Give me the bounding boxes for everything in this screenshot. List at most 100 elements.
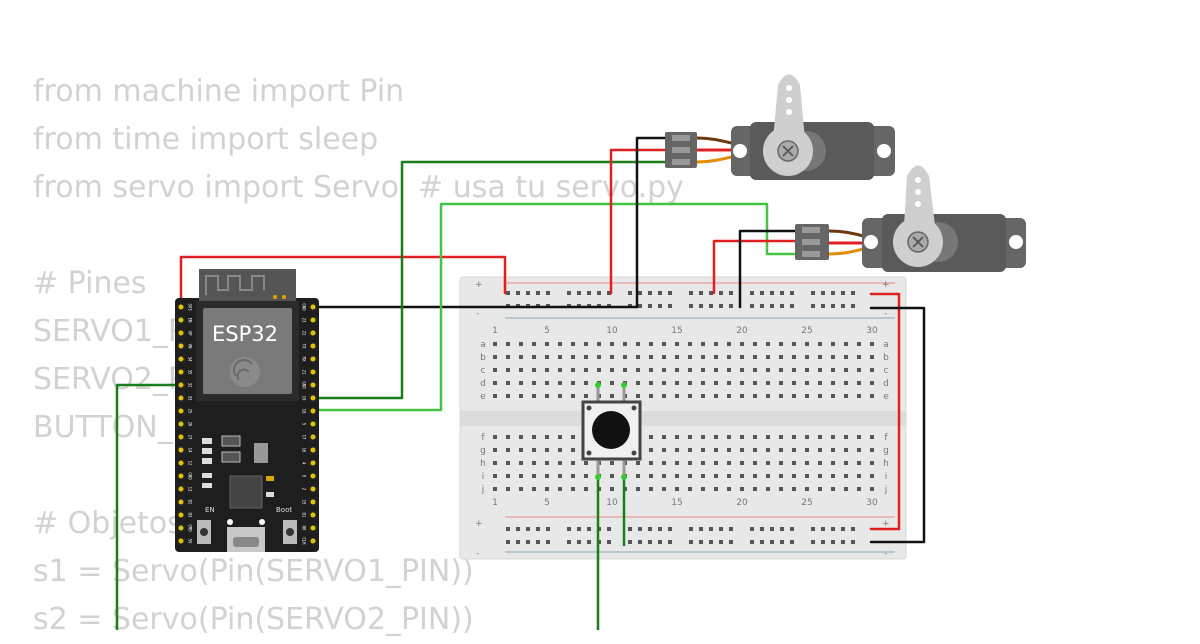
row-label: b bbox=[883, 353, 889, 363]
pin-label: 0 bbox=[302, 475, 307, 478]
pin-label: 15 bbox=[302, 500, 307, 505]
button-cap[interactable] bbox=[592, 411, 630, 449]
row-label: d bbox=[480, 379, 486, 389]
row-label: h bbox=[480, 459, 486, 469]
wire-gpio4-button[interactable] bbox=[115, 383, 183, 630]
column-label: 20 bbox=[736, 326, 748, 336]
pin-label: RX bbox=[302, 357, 307, 362]
esp32-board[interactable]: ESP32 EN Boot 3V3ENVPVN34353233252627141… bbox=[175, 269, 319, 552]
code-line: from machine import Pin bbox=[33, 74, 405, 109]
row-label: c bbox=[481, 366, 486, 376]
row-label: a bbox=[883, 340, 889, 350]
row-label: g bbox=[883, 446, 889, 456]
rail-minus-top-left: - bbox=[476, 309, 479, 319]
column-label: 20 bbox=[736, 498, 748, 508]
push-button[interactable] bbox=[581, 382, 642, 480]
wire-servo1-ground[interactable] bbox=[635, 136, 672, 309]
column-label: 5 bbox=[544, 498, 550, 508]
pin-label: 22 bbox=[302, 331, 307, 336]
row-label: e bbox=[480, 392, 486, 402]
breadboard[interactable]: + + + + - - - - 115510101515202025253030… bbox=[459, 276, 907, 560]
code-line: s1 = Servo(Pin(SERVO1_PIN)) bbox=[33, 554, 474, 589]
wire-gpio19-servo1[interactable] bbox=[311, 160, 672, 400]
pin-label: GND bbox=[188, 472, 193, 480]
code-line: from time import sleep bbox=[33, 122, 379, 157]
rail-plus-top-right: + bbox=[882, 280, 890, 290]
pin-label: 14 bbox=[188, 448, 193, 453]
row-label: g bbox=[480, 446, 486, 456]
pin-label: 5 bbox=[302, 423, 307, 426]
code-line: # Pines bbox=[33, 266, 147, 301]
wire-3v3-red[interactable] bbox=[179, 255, 507, 308]
pin-label: 4 bbox=[302, 462, 307, 465]
pin-label: D2 bbox=[188, 500, 193, 505]
pin-label: 16 bbox=[302, 448, 307, 453]
pin-label: 27 bbox=[188, 435, 193, 440]
esp32-pin-headers: 3V3ENVPVN343532332526271412GND13D2D3CMD5… bbox=[177, 303, 317, 545]
wire-servo1-power[interactable] bbox=[609, 148, 672, 295]
wire-rail-bridge-black[interactable] bbox=[869, 306, 926, 544]
wire-gpio18-servo2[interactable] bbox=[311, 202, 802, 412]
esp32-chip bbox=[203, 308, 292, 394]
pin-label: TX bbox=[302, 344, 307, 349]
servo-motor-2[interactable] bbox=[795, 165, 1026, 273]
pin-label: GND bbox=[302, 303, 307, 311]
pin-label: 35 bbox=[188, 370, 193, 375]
column-label: 15 bbox=[671, 326, 682, 336]
row-label: c bbox=[884, 366, 889, 376]
pin-label: 34 bbox=[188, 357, 193, 362]
column-label: 5 bbox=[544, 326, 550, 336]
pin-label: 5V bbox=[188, 539, 193, 544]
breadboard-holes bbox=[493, 291, 874, 544]
wire-servo2-ground[interactable] bbox=[738, 229, 802, 309]
pin-label: VP bbox=[188, 331, 193, 336]
pin-label: 3V3 bbox=[188, 303, 193, 311]
row-label: d bbox=[883, 379, 889, 389]
pin-label: 17 bbox=[302, 435, 307, 440]
column-label: 1 bbox=[492, 498, 498, 508]
pin-label: CLK bbox=[302, 537, 307, 545]
rail-plus-bottom-left: + bbox=[475, 519, 483, 529]
pin-label: D0 bbox=[302, 526, 307, 531]
wire-rail-bridge-red[interactable] bbox=[869, 292, 901, 531]
pin-label: 13 bbox=[188, 487, 193, 492]
esp32-boot-label: Boot bbox=[276, 506, 292, 514]
column-label: 10 bbox=[606, 498, 618, 508]
pin-label: 33 bbox=[188, 396, 193, 401]
rail-minus-bottom-right: - bbox=[884, 549, 887, 559]
pin-label: 25 bbox=[188, 409, 193, 414]
pin-label: EN bbox=[188, 318, 193, 323]
pin-label: 18 bbox=[302, 409, 307, 414]
column-label: 1 bbox=[492, 326, 498, 336]
column-label: 30 bbox=[866, 326, 878, 336]
row-label: f bbox=[884, 433, 888, 443]
rail-plus-top-left: + bbox=[475, 280, 483, 290]
row-label: j bbox=[884, 485, 888, 495]
wire-servo2-power[interactable] bbox=[712, 239, 802, 295]
pin-label: D3 bbox=[188, 513, 193, 518]
esp32-label: ESP32 bbox=[212, 322, 278, 346]
row-label: i bbox=[885, 472, 888, 482]
column-label: 25 bbox=[801, 326, 812, 336]
rail-plus-bottom-right: + bbox=[882, 519, 890, 529]
pin-label: 32 bbox=[188, 383, 193, 388]
code-line: # Objetos bbox=[33, 506, 183, 541]
rail-minus-top-right: - bbox=[884, 309, 887, 319]
servo-motor-1[interactable] bbox=[665, 74, 895, 181]
circuit-scene: + + + + - - - - 115510101515202025253030… bbox=[115, 74, 1026, 630]
pin-label: CMD bbox=[188, 524, 193, 532]
pin-label: 2 bbox=[302, 488, 307, 491]
esp32-en-label: EN bbox=[205, 506, 215, 514]
pin-label: VN bbox=[188, 344, 193, 349]
rail-minus-bottom-left: - bbox=[476, 549, 479, 559]
pin-label: 23 bbox=[302, 318, 307, 323]
column-label: 30 bbox=[866, 498, 878, 508]
pin-label: 19 bbox=[302, 396, 307, 401]
code-line: from servo import Servo # usa tu servo.p… bbox=[33, 170, 684, 205]
column-label: 25 bbox=[801, 498, 812, 508]
pin-label: 21 bbox=[302, 370, 307, 375]
column-label: 15 bbox=[671, 498, 682, 508]
pin-label: D1 bbox=[302, 513, 307, 518]
row-label: j bbox=[481, 485, 485, 495]
